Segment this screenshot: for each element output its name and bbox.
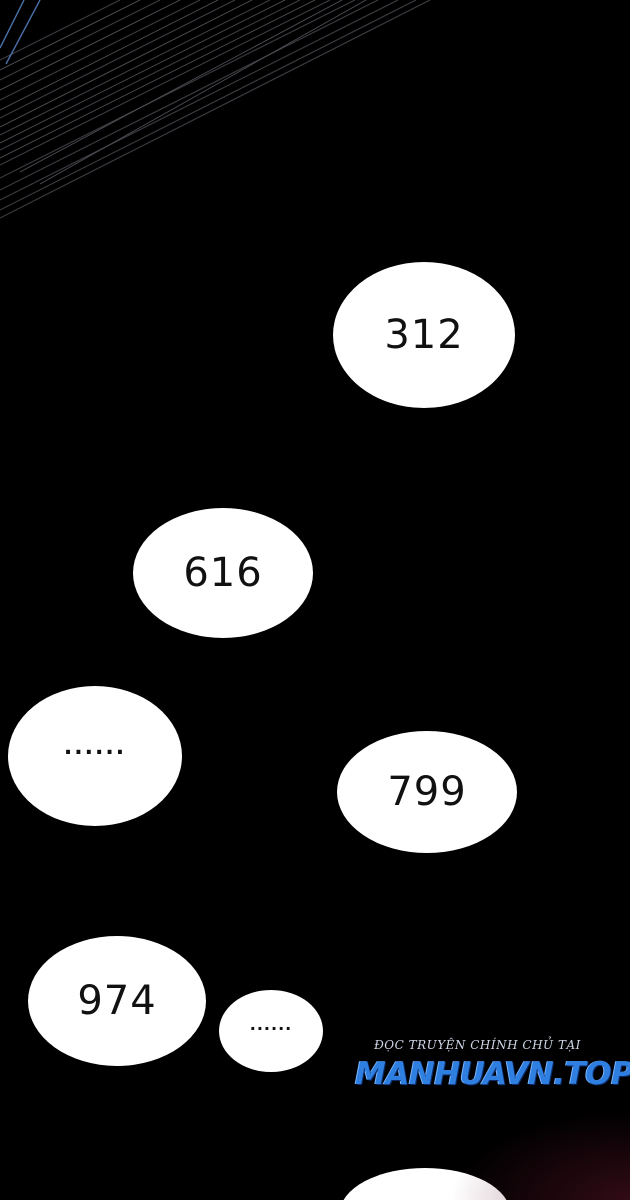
- bubble-text: 799: [387, 769, 467, 815]
- speech-bubble: 799: [337, 731, 517, 853]
- site-watermark: ĐỌC TRUYỆN CHÍNH CHỦ TẠI MANHUAVN.TOP: [355, 1038, 630, 1092]
- bubble-text: ......: [249, 1015, 293, 1034]
- bubble-text: 616: [183, 550, 263, 596]
- speed-lines-decoration: [0, 0, 431, 219]
- bubble-text: 974: [77, 978, 157, 1024]
- speech-bubble: 312: [333, 262, 515, 408]
- watermark-site-name: MANHUAVN.TOP: [355, 1056, 630, 1092]
- background-glow: [450, 1110, 630, 1200]
- speech-bubble-ellipsis-small: ......: [219, 990, 323, 1072]
- bubble-text: 312: [384, 312, 464, 358]
- speech-bubble-ellipsis: ......: [8, 686, 182, 826]
- bubble-text: ......: [63, 735, 127, 760]
- speech-bubble: 616: [133, 508, 313, 638]
- watermark-tagline: ĐỌC TRUYỆN CHÍNH CHỦ TẠI: [374, 1038, 581, 1052]
- speech-bubble: 974: [28, 936, 206, 1066]
